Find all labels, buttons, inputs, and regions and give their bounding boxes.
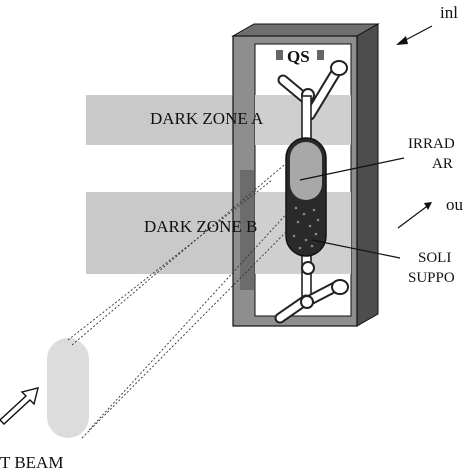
irradiated-area-label-line2: AR (432, 156, 453, 172)
qs-label: QS (287, 47, 310, 66)
light-beam-label: T BEAM (0, 453, 63, 472)
light-source (47, 338, 89, 438)
inlet-label: inl (440, 3, 458, 22)
dark-zone-b-label: DARK ZONE B (144, 217, 257, 236)
callout-lines (299, 25, 433, 259)
inlet-arrow-head (396, 36, 408, 45)
solid-support-label-line2: SUPPO (408, 270, 455, 286)
dark-zone-a-label: DARK ZONE A (150, 109, 264, 128)
reactor-top-face (231, 23, 380, 37)
beam-arrow-icon (0, 387, 39, 425)
solid-support-label-line1: SOLI (418, 250, 451, 266)
light-beam-lines (67, 159, 291, 439)
qs-marker-left (276, 50, 283, 60)
irradiated-area (290, 142, 322, 200)
outlet-arrow-head (424, 202, 432, 210)
reactor-side-face (356, 23, 379, 327)
outlet-label: ou (446, 195, 464, 214)
bottom-connector (274, 261, 349, 324)
qs-marker-right (317, 50, 324, 60)
solid-support-texture (292, 206, 320, 250)
irradiated-area-label-line1: IRRAD (408, 136, 455, 152)
